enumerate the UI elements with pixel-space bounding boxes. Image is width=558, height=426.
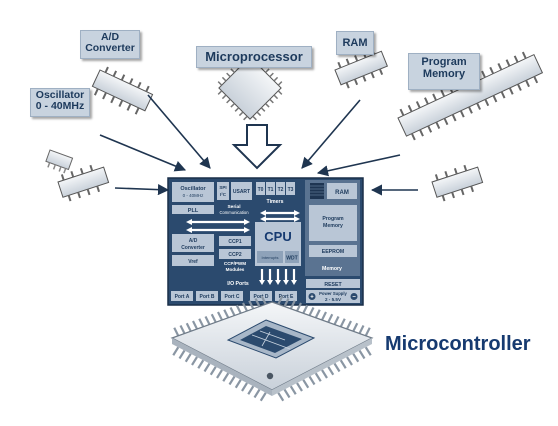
die-eeprom: EEPROM — [322, 249, 344, 255]
ram-label: RAM — [336, 31, 374, 55]
die-port-a: Port A — [175, 294, 190, 300]
die-ccp-line1: CCP/PWM — [224, 261, 246, 266]
die-vref: Vref — [188, 259, 198, 265]
die-osc-line1: Oscillator — [180, 186, 206, 192]
die-t0: T0 — [258, 187, 264, 193]
ad-converter-line2: Converter — [85, 42, 135, 55]
microprocessor-text: Microprocessor — [205, 49, 303, 64]
die-memory: Memory — [322, 266, 342, 272]
die-program-line2: Memory — [323, 223, 343, 229]
die-t1: T1 — [268, 187, 274, 193]
die-power-line1: Power Supply — [319, 291, 347, 296]
arrow-ram — [301, 99, 361, 169]
die-i2c: I²C — [220, 192, 227, 197]
die-port-c: Port C — [225, 294, 240, 300]
right-dip-chip-icon — [431, 164, 484, 202]
microprocessor-chip-icon — [217, 55, 283, 121]
arrow-left — [114, 184, 170, 196]
die-spi: SPI — [219, 185, 226, 190]
oscillator-label: Oscillator 0 - 40MHz — [30, 88, 90, 117]
arrow-program-memory — [316, 154, 401, 177]
die-ccp-line2: Modules — [226, 267, 245, 272]
die-timers: Timers — [267, 199, 284, 205]
die-program-line1: Program — [322, 216, 344, 222]
die-minus: − — [352, 295, 356, 301]
die-osc-line2: 0 - 40MHz — [183, 193, 205, 198]
die-t2: T2 — [278, 187, 284, 193]
die-reset: RESET — [324, 282, 342, 288]
ad-converter-chip-icon — [91, 66, 154, 115]
microcontroller-title: Microcontroller — [385, 333, 531, 355]
program-memory-line2: Memory — [422, 67, 466, 80]
die-plus: + — [310, 295, 314, 301]
die-port-b: Port B — [200, 294, 215, 300]
die-wdt: WDT — [286, 256, 297, 262]
die-serial-line1: Serial — [227, 204, 240, 210]
die-ad-line2: Converter — [181, 245, 205, 251]
microcontroller-package-icon — [170, 295, 374, 402]
die-ccp1: CCP1 — [228, 239, 242, 245]
die-pll: PLL — [188, 208, 199, 214]
die-cpu: CPU — [264, 229, 291, 244]
die-port-row: Port A Port B Port C Port D Port E — [171, 291, 297, 301]
die-t3: T3 — [288, 187, 294, 193]
big-down-arrow-icon — [231, 124, 283, 170]
oscillator-chip-icon — [45, 149, 74, 174]
ad-converter-line1: A/D — [100, 31, 120, 43]
oscillator-line2: 0 - 40MHz — [35, 100, 85, 113]
program-memory-label: Program Memory — [408, 53, 480, 90]
die-serial-line2: Communication — [219, 210, 249, 215]
microprocessor-label: Microprocessor — [196, 46, 312, 68]
arrow-oscillator — [99, 134, 187, 172]
program-memory-line1: Program — [421, 56, 467, 68]
ram-text: RAM — [342, 37, 368, 49]
left-dip-chip-icon — [57, 164, 110, 202]
die-power-line2: 2 - 5.5V — [325, 297, 342, 302]
arrow-ad — [147, 94, 211, 169]
ad-converter-label: A/D Converter — [80, 30, 140, 59]
die-ram: RAM — [335, 190, 349, 196]
die-ad-line1: A/D — [189, 238, 198, 244]
die-io-ports: I/O Ports — [227, 281, 249, 287]
die-ccp2: CCP2 — [228, 252, 242, 258]
microcontroller-die: Oscillator 0 - 40MHz PLL SPI I²C USART S… — [167, 177, 364, 306]
oscillator-line1: Oscillator — [35, 89, 85, 101]
die-usart: USART — [233, 189, 250, 195]
die-port-e: Port E — [279, 294, 294, 300]
die-interrupts: Interrupts — [262, 255, 279, 260]
